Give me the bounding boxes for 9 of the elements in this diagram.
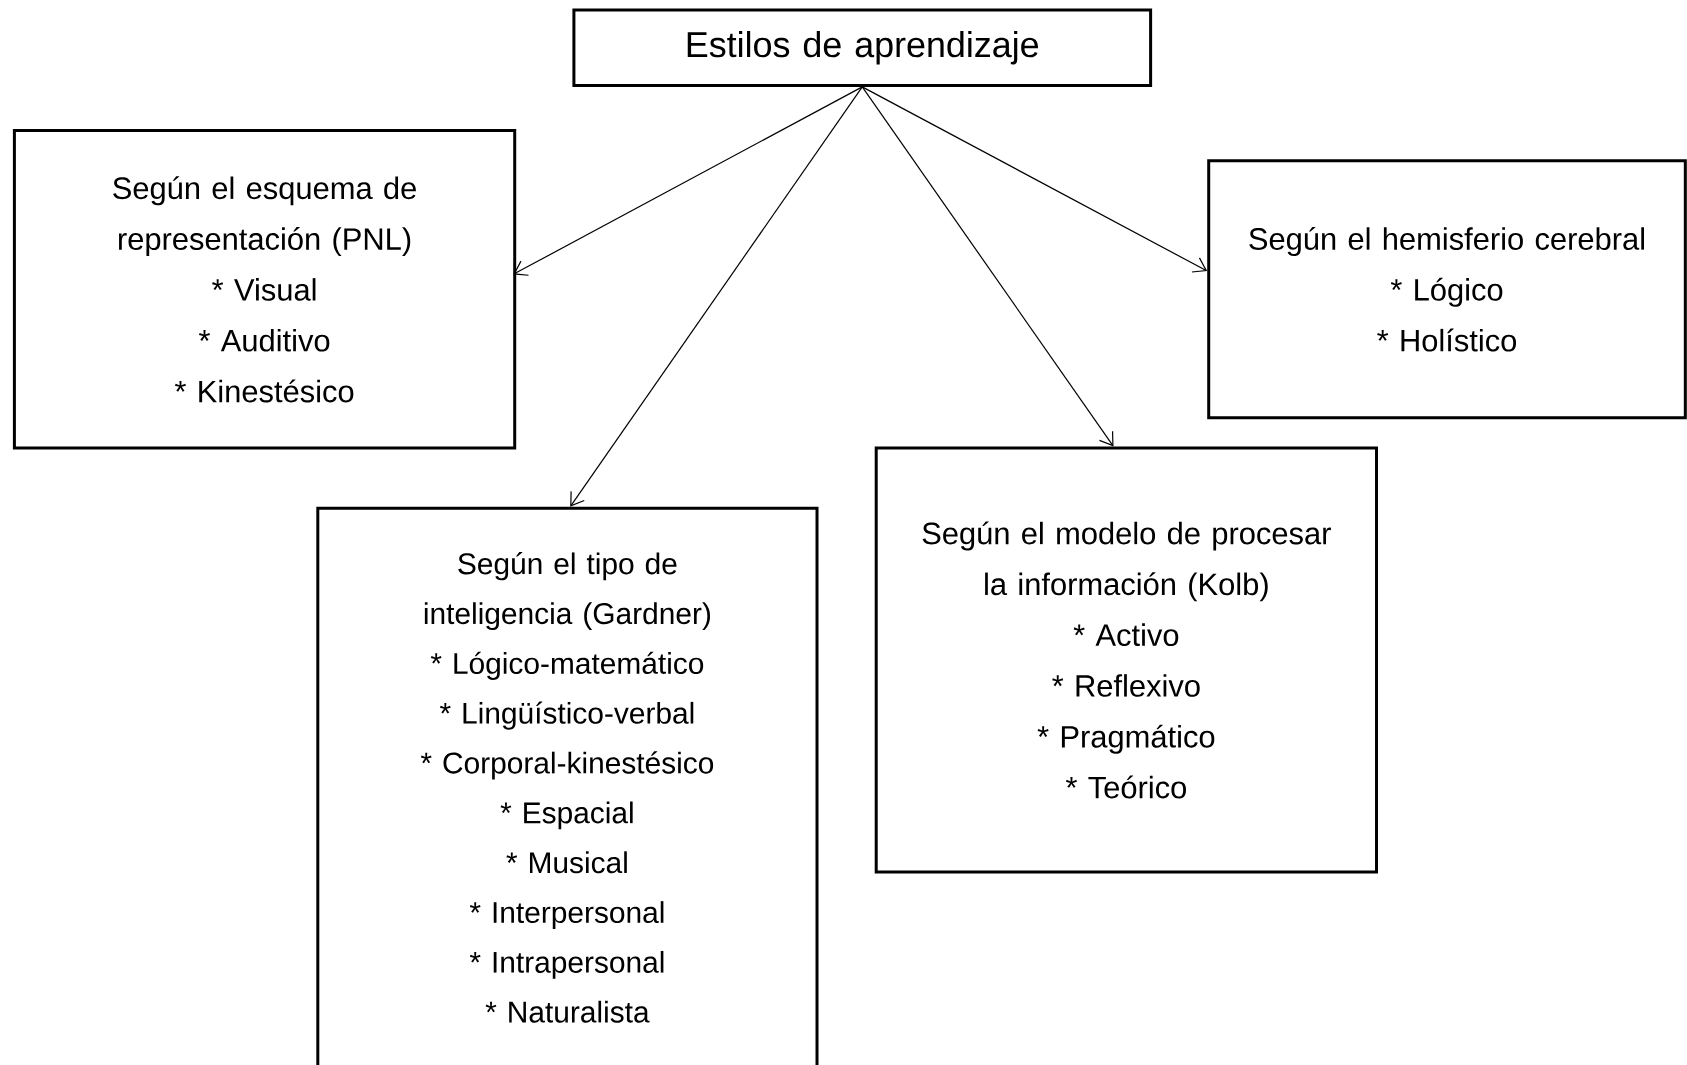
arrow <box>861 86 1114 447</box>
category-box: Según el esquema de representación (PNL) * Visual * Auditivo * Kinestésico <box>12 129 517 450</box>
category-box: Según el tipo de inteligencia (Gardner) * Lógico-matemático * Lingüístico-verbal * Corporal-kinestésico * Espacial * Musical * Interpersonal * Intrapersonal * Naturalista <box>316 506 819 1065</box>
title-box: Estilos de aprendizaje <box>572 8 1153 87</box>
arrow <box>513 86 863 276</box>
category-box: Según el hemisferio cerebral * Lógico * Holístico <box>1207 159 1687 420</box>
category-box: Según el modelo de procesar la información (Kolb) * Activo * Reflexivo * Pragmático * Teórico <box>874 446 1378 874</box>
arrow <box>570 86 863 507</box>
arrow <box>861 86 1208 273</box>
